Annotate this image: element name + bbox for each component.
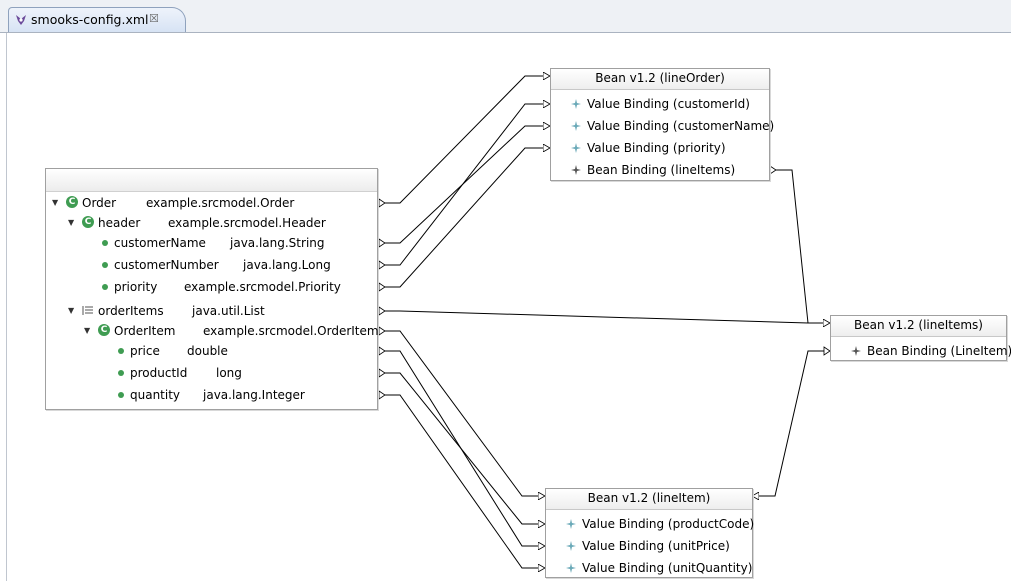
source-panel-header xyxy=(46,169,377,192)
tree-row-header[interactable]: ▼ C header example.srcmodel.Header xyxy=(68,214,372,232)
bean-lineitems[interactable]: Bean v1.2 (lineItems) Bean Binding (Line… xyxy=(830,315,1011,361)
field-icon xyxy=(118,370,124,376)
binding-label: Value Binding (customerId) xyxy=(587,97,750,111)
expand-toggle-icon[interactable]: ▼ xyxy=(68,306,75,315)
tab-smooks-config[interactable]: smooks-config.xml ☒ xyxy=(8,7,186,32)
wire-quantity xyxy=(379,394,545,568)
tree-node-name: Order xyxy=(82,196,117,210)
value-binding-icon xyxy=(566,563,576,573)
tree-node-name: customerName xyxy=(114,236,206,250)
tree-node-type: long xyxy=(216,366,242,380)
value-binding-icon xyxy=(566,519,576,529)
wire-orderitems-lineitems xyxy=(379,310,830,323)
tree-row-quantity[interactable]: quantity java.lang.Integer xyxy=(118,386,372,404)
binding-label: Value Binding (unitQuantity) xyxy=(582,561,753,575)
value-binding-icon xyxy=(571,99,581,109)
binding-label: Value Binding (priority) xyxy=(587,141,726,155)
tree-row-orderitems[interactable]: ▼ orderItems java.util.List xyxy=(68,302,372,320)
tree-node-type: java.lang.Integer xyxy=(203,388,305,402)
smooks-file-icon xyxy=(16,15,26,25)
tree-node-type: java.lang.Long xyxy=(243,258,331,272)
tree-node-name: productId xyxy=(130,366,188,380)
tree-row-price[interactable]: price double xyxy=(118,342,372,360)
source-model-panel: ▼ C Order example.srcmodel.Order ▼ C hea… xyxy=(45,168,379,410)
wire-lineitems-lineitem xyxy=(752,350,830,496)
value-binding-icon xyxy=(571,143,581,153)
wire-productid xyxy=(379,372,545,524)
tree-node-name: header xyxy=(98,216,141,230)
binding-label: Value Binding (customerName) xyxy=(587,119,775,133)
tree-node-name: customerNumber xyxy=(114,258,219,272)
expand-toggle-icon[interactable]: ▼ xyxy=(68,218,75,227)
field-icon xyxy=(118,348,124,354)
bean-title: Bean v1.2 (lineItem) xyxy=(546,489,752,510)
tree-row-customername[interactable]: customerName java.lang.String xyxy=(102,234,372,252)
wire-order-lineorder xyxy=(379,76,550,204)
binding-label: Bean Binding (lineItems) xyxy=(587,163,736,177)
value-binding-icon xyxy=(566,541,576,551)
expand-toggle-icon[interactable]: ▼ xyxy=(84,326,91,335)
bean-binding-icon xyxy=(851,346,861,356)
class-icon: C xyxy=(82,216,94,228)
tree-node-name: orderItems xyxy=(98,304,164,318)
close-tab-icon[interactable]: ☒ xyxy=(149,12,159,25)
tree-node-name: price xyxy=(130,344,160,358)
binding-label: Bean Binding (LineItem) xyxy=(867,344,1011,358)
tree-node-type: double xyxy=(187,344,228,358)
wire-customernumber xyxy=(379,104,550,266)
tree-node-type: example.srcmodel.Priority xyxy=(184,280,341,294)
binding-label: Value Binding (unitPrice) xyxy=(582,539,730,553)
wire-price xyxy=(379,350,545,546)
tree-row-orderitem[interactable]: ▼ C OrderItem example.srcmodel.OrderItem xyxy=(84,322,379,340)
bean-binding-icon xyxy=(571,165,581,175)
wire-customername xyxy=(379,126,550,244)
tree-node-type: example.srcmodel.OrderItem xyxy=(203,324,379,338)
tree-node-type: java.lang.String xyxy=(230,236,325,250)
class-icon: C xyxy=(66,196,78,208)
tree-row-productid[interactable]: productId long xyxy=(118,364,372,382)
wire-orderitem-lineitem xyxy=(379,330,545,496)
tree-node-type: example.srcmodel.Order xyxy=(146,196,295,210)
bean-title: Bean v1.2 (lineOrder) xyxy=(551,69,769,90)
tree-row-order[interactable]: ▼ C Order example.srcmodel.Order xyxy=(52,194,372,212)
binding-label: Value Binding (productCode) xyxy=(582,517,755,531)
bean-lineorder[interactable]: Bean v1.2 (lineOrder) Value Binding (cus… xyxy=(550,68,774,181)
field-icon xyxy=(102,240,108,246)
editor-tab-strip: smooks-config.xml ☒ xyxy=(0,0,1011,33)
tab-label: smooks-config.xml xyxy=(31,12,149,27)
bean-title: Bean v1.2 (lineItems) xyxy=(831,316,1006,337)
field-icon xyxy=(102,284,108,290)
tree-node-name: priority xyxy=(114,280,158,294)
tree-node-type: example.srcmodel.Header xyxy=(168,216,326,230)
tree-node-type: java.util.List xyxy=(192,304,265,318)
tree-row-customernumber[interactable]: customerNumber java.lang.Long xyxy=(102,256,372,274)
bean-lineitem[interactable]: Bean v1.2 (lineItem) Value Binding (prod… xyxy=(545,488,755,578)
tree-row-priority[interactable]: priority example.srcmodel.Priority xyxy=(102,278,372,296)
tree-node-name: quantity xyxy=(130,388,181,402)
value-binding-icon xyxy=(571,121,581,131)
expand-toggle-icon[interactable]: ▼ xyxy=(52,198,59,207)
wire-priority xyxy=(379,148,550,288)
field-icon xyxy=(102,262,108,268)
field-icon xyxy=(118,392,124,398)
class-icon: C xyxy=(98,324,110,336)
wire-lineorder-lineitems xyxy=(770,169,809,324)
tree-node-name: OrderItem xyxy=(114,324,176,338)
list-icon xyxy=(82,306,93,315)
